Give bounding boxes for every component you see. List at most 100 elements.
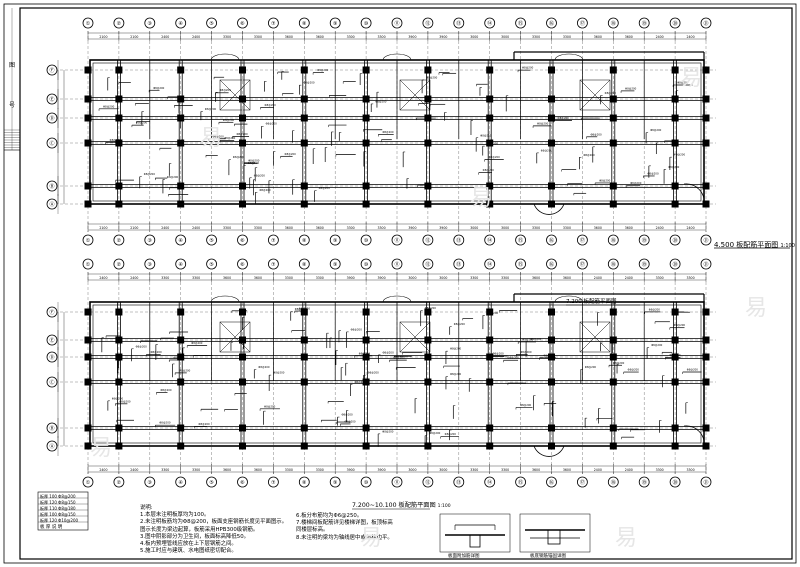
axis-bubble-label: ① xyxy=(86,21,91,27)
legend-row: 板厚 110 Φ8@180 xyxy=(40,506,76,511)
rebar-label: Φ8@200 xyxy=(112,396,124,400)
column xyxy=(548,308,555,316)
axis-bubble xyxy=(422,234,434,246)
dimension-label: 3600 xyxy=(594,226,602,230)
column xyxy=(548,114,555,122)
axis-bubble-label: ⑦ xyxy=(271,480,276,486)
opening xyxy=(219,321,251,353)
thickness-legend: 板厚 100 Φ8@200 板厚 120 Φ8@150 板厚 110 Φ8@18… xyxy=(40,494,86,532)
axis-bubble-label: ⑱ xyxy=(611,20,616,27)
column xyxy=(84,424,92,432)
bottom-plan-title: 7.200 板配筋平面图 xyxy=(566,299,617,305)
rebar-label: Φ8@200 xyxy=(295,307,307,311)
column xyxy=(548,353,555,361)
axis-bubble xyxy=(391,17,403,29)
column xyxy=(239,442,246,450)
column xyxy=(486,442,494,450)
dimension-label: 3300 xyxy=(254,226,262,230)
dimension-label: 2400 xyxy=(161,226,169,230)
column xyxy=(486,308,494,316)
dimension-label: 3600 xyxy=(223,276,231,280)
axis-bubble-label: ⑤ xyxy=(209,21,213,27)
column xyxy=(671,353,679,361)
rebar-label: Φ8@200 xyxy=(198,422,210,426)
column xyxy=(239,353,246,361)
dimension-label: 3300 xyxy=(686,276,694,280)
column xyxy=(362,424,370,432)
rebar-label: Φ8@200 xyxy=(520,403,532,407)
dimension-label: 3600 xyxy=(563,276,571,280)
sheet-border xyxy=(3,3,797,564)
axis-bubble xyxy=(422,258,434,270)
axis-bubble-label: ⑪ xyxy=(394,261,399,268)
column xyxy=(84,66,92,74)
rebar-label: Φ8@200 xyxy=(259,188,271,192)
column xyxy=(548,336,555,344)
axis-bubble-label: ⑱ xyxy=(611,479,616,486)
dimension-label: 3600 xyxy=(532,468,540,472)
axis-bubble-label: ⑦ xyxy=(271,238,276,244)
dimension-label: 3600 xyxy=(532,276,540,280)
column xyxy=(115,378,123,386)
dimension-label: 3300 xyxy=(377,226,385,230)
column xyxy=(609,139,617,147)
column xyxy=(702,139,710,147)
axis-bubble-label: ⑯ xyxy=(549,479,554,486)
axis-bubble xyxy=(515,476,526,488)
axis-bubble-label: ㉑ xyxy=(703,261,708,268)
axis-bubble xyxy=(360,258,372,270)
axis-bubble-label: ⑬ xyxy=(456,261,461,268)
axis-bubble xyxy=(391,476,403,488)
axis-bubble xyxy=(546,258,557,270)
rebar-label: Φ8@200 xyxy=(585,365,597,369)
column xyxy=(115,424,123,432)
axis-bubble xyxy=(484,234,496,246)
rebar-label: Φ8@200 xyxy=(674,323,686,327)
column xyxy=(702,95,710,103)
rebar-label: Φ8@200 xyxy=(317,68,329,72)
axis-bubble xyxy=(669,17,681,29)
axis-bubble-label: Ⓕ xyxy=(49,67,54,74)
axis-bubble xyxy=(175,476,187,488)
column xyxy=(609,336,617,344)
axis-bubble xyxy=(46,334,58,346)
axis-bubble xyxy=(700,476,712,488)
column xyxy=(486,139,494,147)
axis-bubble xyxy=(638,234,650,246)
dimension-label: 3300 xyxy=(501,468,509,472)
top-plan-title: 4.500 板配筋平面图 1:100 xyxy=(714,240,795,250)
axis-bubble xyxy=(206,258,218,270)
rebar-label: Φ8@200 xyxy=(492,351,504,355)
column xyxy=(300,353,308,361)
column xyxy=(300,336,308,344)
axis-bubble-label: ⑪ xyxy=(394,479,399,486)
axis-bubble-label: Ⓒ xyxy=(49,379,54,386)
rebar-label: Φ8@200 xyxy=(454,322,466,326)
bottom-plan-subtitle: 7.200~10.100 板配筋平面图 1:100 xyxy=(352,500,451,509)
axis-bubble-label: Ⓕ xyxy=(49,309,54,316)
bay-arc xyxy=(382,295,412,303)
column xyxy=(177,424,185,432)
axis-bubble xyxy=(607,234,619,246)
opening-diagonal xyxy=(219,79,251,111)
opening xyxy=(399,321,431,353)
axis-bubble-label: ⑭ xyxy=(487,479,492,486)
dimension-label: 3600 xyxy=(285,226,293,230)
column xyxy=(702,336,710,344)
column xyxy=(300,442,308,450)
axis-bubble-label: ③ xyxy=(148,238,152,244)
bottom-plan-scale: 1:100 xyxy=(437,504,451,509)
axis-bubble-label: ⑪ xyxy=(394,237,399,244)
column xyxy=(609,66,617,74)
column xyxy=(702,308,710,316)
axis-bubble xyxy=(638,476,650,488)
axis-bubble-label: ⑨ xyxy=(333,21,337,27)
watermark: 易 xyxy=(90,436,113,461)
column xyxy=(702,424,710,432)
axis-bubble xyxy=(515,258,526,270)
axis-bubble xyxy=(484,258,496,270)
balcony-arc xyxy=(533,445,565,457)
dimension-label: 3300 xyxy=(161,468,169,472)
notes-heading: 说明: xyxy=(140,505,153,511)
axis-bubble-label: ⑦ xyxy=(271,21,276,27)
